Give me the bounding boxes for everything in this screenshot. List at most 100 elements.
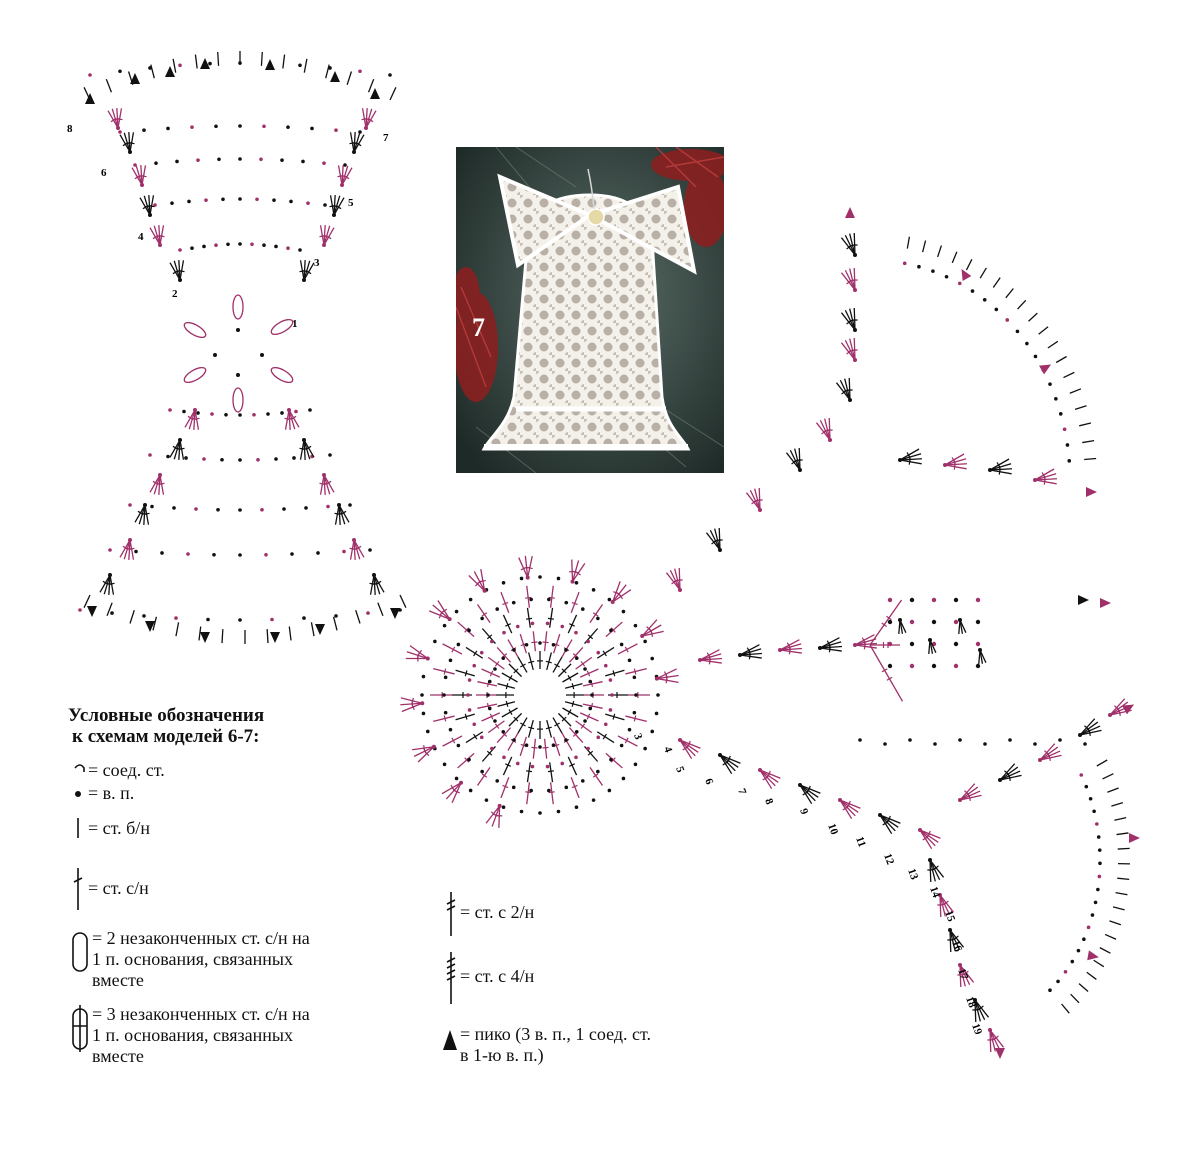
stitch-mark — [103, 574, 111, 595]
stitch-mark — [974, 999, 990, 1018]
picot-mark — [845, 207, 855, 218]
stitch-mark — [353, 134, 365, 153]
stitch-mark — [989, 1029, 996, 1052]
stitch-mark — [169, 439, 181, 458]
stitch-mark — [194, 409, 200, 430]
stitch-mark — [571, 562, 586, 582]
stitch-mark — [332, 616, 338, 631]
stitch-mark — [575, 656, 593, 670]
stitch-mark — [338, 504, 346, 525]
stitch-mark — [839, 799, 859, 813]
chain-stitch-mark — [1008, 738, 1012, 742]
motif-row-label: 4 — [661, 745, 674, 755]
chain-stitch-mark — [328, 453, 332, 457]
stitch-bar-mark — [494, 661, 500, 667]
chain-stitch-mark — [118, 130, 122, 134]
chain-stitch-mark — [1083, 742, 1087, 746]
stitch-mark — [1111, 802, 1124, 807]
stitch-mark — [131, 167, 143, 186]
chain-stitch-mark — [609, 757, 613, 762]
chain-stitch-mark — [142, 614, 146, 618]
photo-model-number: 7 — [472, 313, 485, 342]
chain-stitch-mark — [909, 619, 915, 625]
chain-stitch-mark — [158, 243, 162, 247]
stitch-mark — [549, 782, 554, 805]
chain-stitch-mark — [322, 161, 326, 165]
stitch-bar-mark — [137, 510, 144, 515]
stitch-mark — [944, 458, 967, 466]
stitch-bar-mark — [881, 668, 888, 673]
stitch-mark — [355, 609, 361, 624]
chain-stitch-mark — [698, 658, 702, 662]
stitch-mark — [589, 767, 604, 786]
stitch-bar-mark — [526, 566, 533, 570]
stitch-bar-mark — [148, 205, 155, 208]
stitch-mark — [974, 999, 986, 1021]
chain-stitch-mark — [1058, 412, 1063, 416]
chain-stitch-mark — [323, 203, 327, 207]
stitch-mark — [532, 738, 537, 759]
bow-row-label: 5 — [348, 197, 354, 209]
chain-stitch-mark — [110, 611, 114, 615]
chain-stitch-mark — [287, 408, 291, 412]
stitch-mark — [159, 474, 165, 495]
stitch-bar-mark — [569, 623, 575, 627]
stitch-mark — [149, 474, 161, 493]
chain-stitch-mark — [501, 805, 506, 810]
stitch-bar-mark — [489, 713, 494, 720]
chain-stitch-mark — [580, 607, 585, 611]
stitch-mark — [992, 277, 1001, 288]
chain-stitch-mark — [538, 575, 542, 579]
stitch-mark — [1079, 422, 1092, 427]
stitch-mark — [989, 1029, 1001, 1051]
stitch-mark — [437, 600, 451, 620]
chain-stitch-mark — [1095, 822, 1099, 826]
chain-stitch-mark — [322, 243, 326, 247]
chain-stitch-mark — [143, 503, 147, 507]
motif-row-label: 17 — [955, 967, 970, 982]
stitch-mark — [824, 418, 831, 441]
picot-mark — [370, 88, 380, 99]
stitch-mark — [567, 614, 578, 634]
stitch-bar-mark — [610, 627, 616, 633]
stitch-mark — [442, 643, 463, 655]
stitch-bar-mark — [494, 723, 500, 729]
stitch-mark — [848, 377, 851, 401]
chain-stitch-mark — [887, 597, 893, 603]
stitch-mark — [849, 338, 856, 361]
stitch-mark — [143, 504, 146, 526]
stitch-mark — [1074, 405, 1087, 410]
stitch-mark — [699, 659, 722, 664]
stitch-mark — [798, 447, 801, 471]
stitch-bar-mark — [423, 745, 426, 752]
chain-stitch-mark — [758, 768, 762, 772]
stitch-mark — [349, 132, 355, 153]
chain-stitch-mark — [551, 743, 556, 748]
chain-stitch-mark — [633, 762, 638, 767]
stitch-mark — [1061, 1003, 1070, 1014]
stitch-mark — [188, 409, 196, 430]
stitch-bar-mark — [547, 770, 555, 773]
motif-row-label: 14 — [927, 885, 942, 900]
stitch-mark — [974, 999, 977, 1023]
stitch-mark — [361, 108, 367, 129]
chain-stitch-mark — [525, 575, 530, 580]
chain-stitch-mark — [214, 124, 218, 129]
stitch-mark — [442, 735, 463, 747]
chain-stitch-mark — [493, 667, 497, 671]
stitch-mark — [517, 717, 528, 734]
chain-stitch-mark — [1088, 796, 1093, 801]
stitch-mark — [400, 702, 423, 706]
chain-stitch-mark — [1063, 969, 1068, 974]
stitch-bar-mark — [586, 670, 591, 677]
stitch-bar-mark — [450, 784, 455, 791]
chain-stitch-mark — [272, 198, 276, 202]
stitch-bar-mark — [187, 415, 194, 420]
stitch-mark — [481, 712, 501, 722]
chain-stitch-mark — [178, 63, 182, 68]
stitch-mark — [1116, 832, 1129, 836]
chain-stitch-mark — [591, 798, 596, 802]
stitch-mark — [546, 652, 553, 671]
stitch-mark — [718, 527, 721, 551]
chain-stitch-mark — [643, 639, 647, 644]
